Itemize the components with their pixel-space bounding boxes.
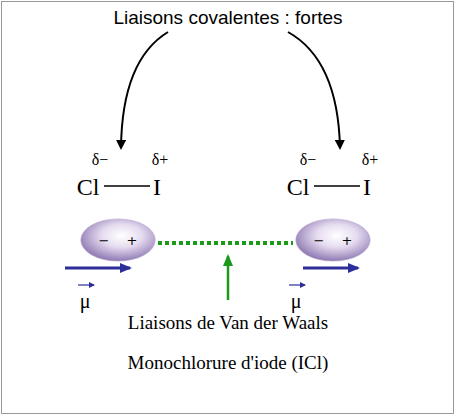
- atom-symbol: Cl: [77, 174, 100, 200]
- partial-charge: δ+: [362, 151, 379, 169]
- curved-arrow: [121, 32, 168, 148]
- pointer-arrow: [227, 256, 230, 300]
- charge-sign: −: [99, 233, 110, 248]
- bond-label: Liaisons de Van der Waals: [128, 313, 328, 334]
- charge-sign: −: [314, 233, 325, 248]
- curved-arrow: [288, 32, 340, 148]
- ellipse-shape: [295, 218, 371, 262]
- van-der-waals-link: [158, 241, 293, 245]
- dipole-symbol: μ: [80, 290, 91, 312]
- charge-sign: +: [342, 233, 353, 248]
- ellipse-shape: [80, 218, 156, 262]
- dipole-symbol: μ: [291, 290, 302, 312]
- vector-sign: [289, 284, 305, 285]
- title: Liaisons covalentes : fortes: [113, 8, 342, 29]
- dipole-arrow: [65, 267, 130, 270]
- partial-charge: δ−: [300, 151, 317, 169]
- partial-charge: δ+: [152, 151, 169, 169]
- atom-symbol: I: [363, 174, 371, 200]
- bond-line: [104, 185, 150, 187]
- bond-line: [314, 185, 360, 187]
- atom-symbol: Cl: [287, 174, 310, 200]
- charge-sign: +: [127, 233, 138, 248]
- atom-symbol: I: [153, 174, 161, 200]
- dipole-arrow: [303, 267, 358, 270]
- caption-label: Monochlorure d'iode (ICl): [128, 353, 329, 374]
- partial-charge: δ−: [92, 151, 109, 169]
- vector-sign: [78, 284, 94, 285]
- dipole-ellipse: −+: [80, 218, 156, 262]
- dipole-ellipse: −+: [295, 218, 371, 262]
